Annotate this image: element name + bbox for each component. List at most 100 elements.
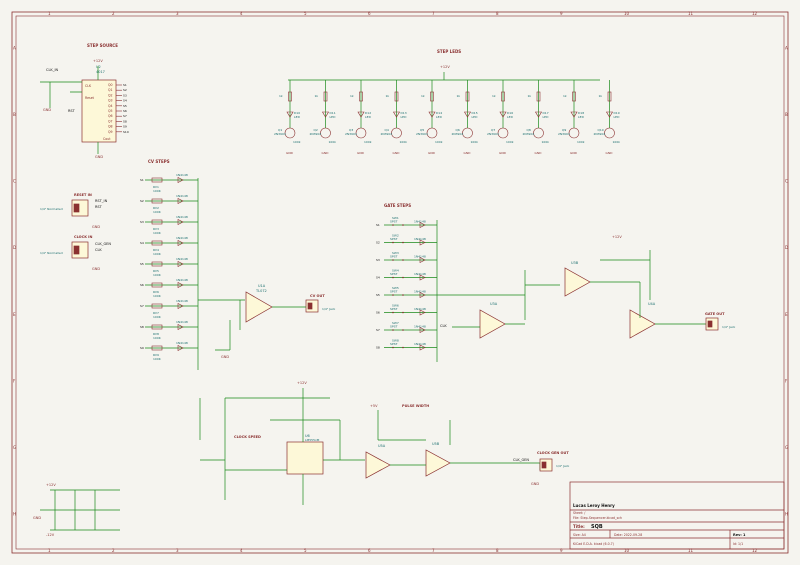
gate-diode [419,327,426,333]
base-res-value: 100k [329,140,337,144]
led-value: LED [614,115,621,119]
border-row-label: G [785,445,788,450]
cv-diode-part: 1N4148 [176,278,188,282]
pulse-opamp-b: U5B [432,442,440,446]
cv-opamp-part: TL072 [255,289,267,293]
clock-gen-jack [539,458,553,472]
sheet-inner-border [15,15,785,550]
led-diode [286,111,294,118]
transistor-ref: Q2 [314,128,318,132]
switch-contact [402,259,404,261]
transistor-part: 2N3904 [487,132,499,136]
pulse-opamp-a: U5A [378,444,386,448]
led-diode [392,111,401,118]
transistor-ref: Q5 [420,128,424,132]
cv-step-net: S7 [140,304,144,308]
led-value: LED [401,115,408,119]
border-col-label: 4 [240,548,243,553]
gate-diode [419,309,426,316]
clock-gen-out-title: CLOCK GEN OUT [537,451,569,455]
transistor-ref: Q3 [349,128,353,132]
led-gnd: GND [286,151,294,155]
gate-diode [419,222,426,228]
clk-in-net: CLK_IN [46,68,58,72]
base-res-value: 100k [542,140,550,144]
led-gnd: GND [464,151,472,155]
gate-steps-title: GATE STEPS [384,203,411,208]
title-id: Id: 1/1 [733,542,743,546]
gate-step-net: S3 [376,258,380,262]
border-col-label: 3 [176,11,179,16]
border-col-label: 2 [112,548,115,553]
switch-contact [392,346,394,349]
cv-diode-part: 1N4148 [176,341,188,345]
gnd-counter-left: GND [43,108,51,112]
counter-output-pin: Q7 [108,119,113,123]
counter-output-net: S7 [123,114,127,118]
switch-contact [402,276,404,279]
switch-ref: SW3 [392,251,399,255]
gate-diode [419,257,426,263]
led-diode [428,111,436,118]
gate-diode [419,344,426,351]
border-col-label: 7 [432,548,435,553]
gate-diode-part: 1N4148 [414,307,426,311]
led-gnd: GND [393,151,401,155]
gate-opamp-1 [479,267,656,339]
gnd-clock-gen: GND [531,482,539,486]
led-res-value: 1k [528,94,532,98]
led-resistor [394,91,399,102]
cv-diode [177,177,184,183]
switch-contact [402,224,404,226]
title-sheet: Sheet: / [573,511,586,515]
gnd-counter: GND [95,155,103,159]
counter-output-net: S9 [123,125,127,129]
border-row-label: B [13,112,16,117]
border-col-label: 1 [48,548,51,553]
cv-diode [177,345,184,351]
clk-gen-net-out: CLK_GEN [513,458,529,462]
pulse-width-title: PULSE WIDTH [402,404,429,408]
led-diode [499,111,507,118]
cv-step-net: S1 [140,178,144,182]
led-res-value: 1k [386,94,390,98]
led-bus-wire [288,72,600,81]
led-value: LED [436,115,443,119]
border-col-label: 5 [304,548,307,553]
border-col-label: 8 [496,11,499,16]
switch-contact [392,329,394,331]
cv-pot-ref: RV8 [153,332,159,336]
led-gnd: GND [535,151,543,155]
transistor-part: 2N3904 [594,132,606,136]
border-row-label: G [13,445,16,450]
led-transistor [604,127,615,139]
clock-in-title: CLOCK IN [74,235,92,239]
gate-step-net: S1 [376,223,380,227]
counter-clk-pin: CLK [85,84,92,88]
cv-diode-part: 1N4148 [176,299,188,303]
cv-diode [177,198,184,204]
led-ref: D15 [472,111,478,115]
switch-ref: SW5 [392,286,399,290]
switch-type: SPST [390,237,398,241]
switch-contact [392,224,394,226]
cv-diode [177,303,184,309]
border-col-label: 5 [304,11,307,16]
gate-step-net: S5 [376,293,380,297]
step-led-drivers: D10LED1kQ12N3904100kGNDD11LED1kQ22N39041… [274,80,620,155]
border-row-label: F [13,378,16,383]
led-diode [534,111,543,118]
gate-diode-part: 1N4148 [414,255,426,259]
led-resistor [607,91,612,102]
border-col-label: 10 [624,548,630,553]
transistor-ref: Q9 [562,128,566,132]
led-res-value: 1k [421,94,425,98]
